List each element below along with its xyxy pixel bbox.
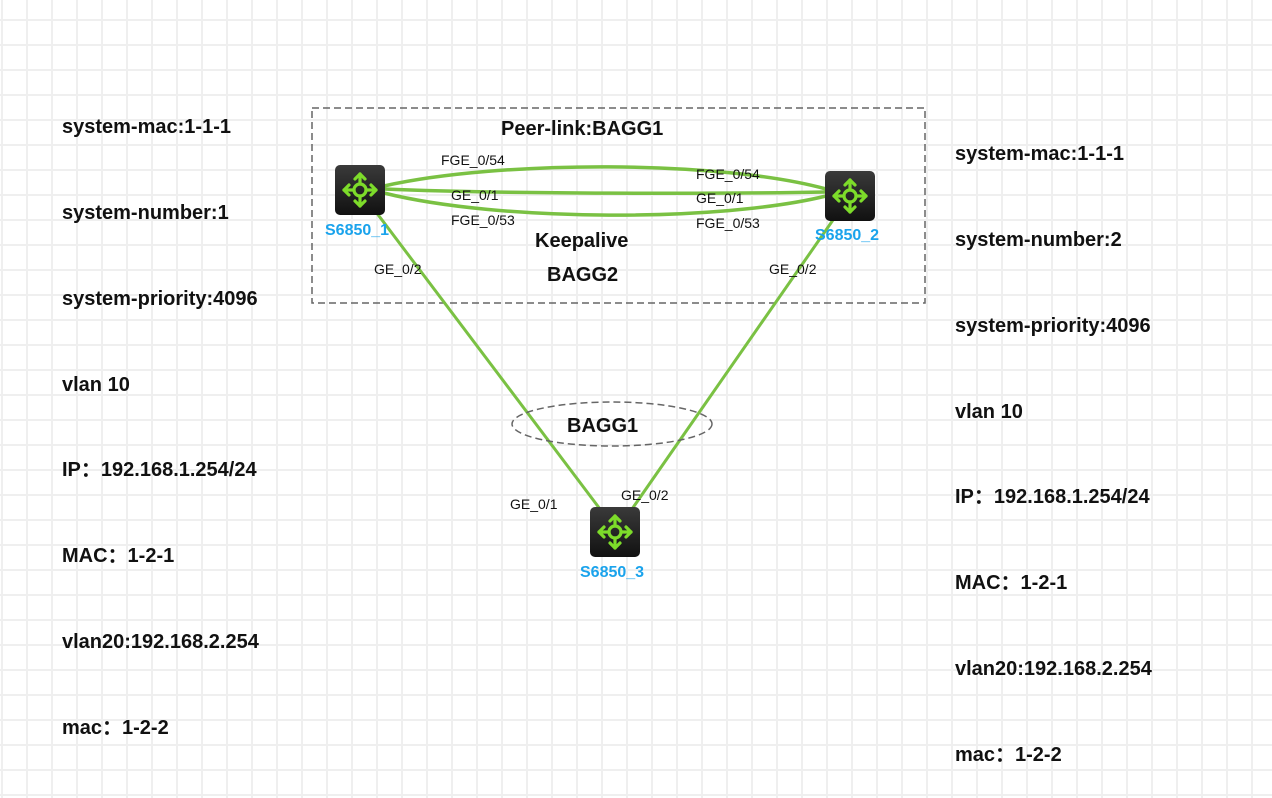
- device-label-s6850-1: S6850_1: [325, 222, 390, 239]
- port-label-s2-fge53: FGE_0/53: [696, 215, 760, 231]
- link-s2-s3[interactable]: [630, 219, 835, 510]
- switch-icon: [825, 171, 875, 221]
- info-line: vlan20:192.168.2.254: [955, 657, 1152, 680]
- link-fge54[interactable]: [383, 165, 827, 191]
- info-line: vlan 10: [62, 373, 130, 396]
- port-label-s2-ge2: GE_0/2: [769, 261, 817, 277]
- info-line: system-number:2: [955, 228, 1122, 251]
- info-line: MAC：1-2-1: [955, 572, 1068, 595]
- mlag-group-box: [311, 107, 926, 304]
- switch-icon: [335, 165, 385, 215]
- bagg1-aggregate-ellipse: [511, 401, 713, 447]
- link-ge1[interactable]: [383, 187, 827, 195]
- device-s6850-3[interactable]: [590, 507, 640, 557]
- keepalive-label: Keepalive: [535, 230, 629, 252]
- device-s6850-1[interactable]: [335, 165, 385, 215]
- info-line: vlan 10: [955, 400, 1023, 423]
- info-line: IP：192.168.1.254/24: [955, 486, 1150, 509]
- keepalive-bagg-label: BAGG2: [547, 264, 619, 286]
- port-label-s1-fge54: FGE_0/54: [441, 152, 505, 168]
- info-line: system-mac:1-1-1: [955, 143, 1124, 166]
- port-label-s1-ge1: GE_0/1: [451, 187, 499, 203]
- info-line: vlan20:192.168.2.254: [62, 630, 259, 653]
- port-label-s2-fge54: FGE_0/54: [696, 166, 760, 182]
- device-s6850-2[interactable]: [825, 171, 875, 221]
- topology-canvas: [311, 107, 926, 510]
- info-line: system-priority:4096: [955, 314, 1151, 337]
- port-label-s1-fge53: FGE_0/53: [451, 212, 515, 228]
- port-label-s3-ge2: GE_0/2: [621, 487, 669, 503]
- peer-link-label: Peer-link:BAGG1: [501, 118, 664, 140]
- info-line: MAC：1-2-1: [62, 545, 175, 568]
- s6850-1-config-info: system-mac:1-1-1 system-number:1 system-…: [62, 56, 259, 771]
- s6850-2-config-info: system-mac:1-1-1 system-number:2 system-…: [955, 83, 1152, 798]
- info-line: system-priority:4096: [62, 287, 258, 310]
- switch-icon: [590, 507, 640, 557]
- info-line: IP：192.168.1.254/24: [62, 459, 257, 482]
- port-label-s3-ge1: GE_0/1: [510, 496, 558, 512]
- port-label-s1-ge2: GE_0/2: [374, 261, 422, 277]
- info-line: mac：1-2-2: [955, 743, 1062, 766]
- device-label-s6850-3: S6850_3: [580, 564, 645, 581]
- device-label-s6850-2: S6850_2: [815, 227, 880, 244]
- info-line: mac：1-2-2: [62, 716, 169, 739]
- bagg1-aggregate-label: BAGG1: [567, 415, 639, 437]
- link-fge53[interactable]: [383, 191, 827, 217]
- info-line: system-number:1: [62, 201, 229, 224]
- port-label-s2-ge1: GE_0/1: [696, 190, 744, 206]
- info-line: system-mac:1-1-1: [62, 116, 231, 139]
- link-s1-s3[interactable]: [374, 211, 602, 510]
